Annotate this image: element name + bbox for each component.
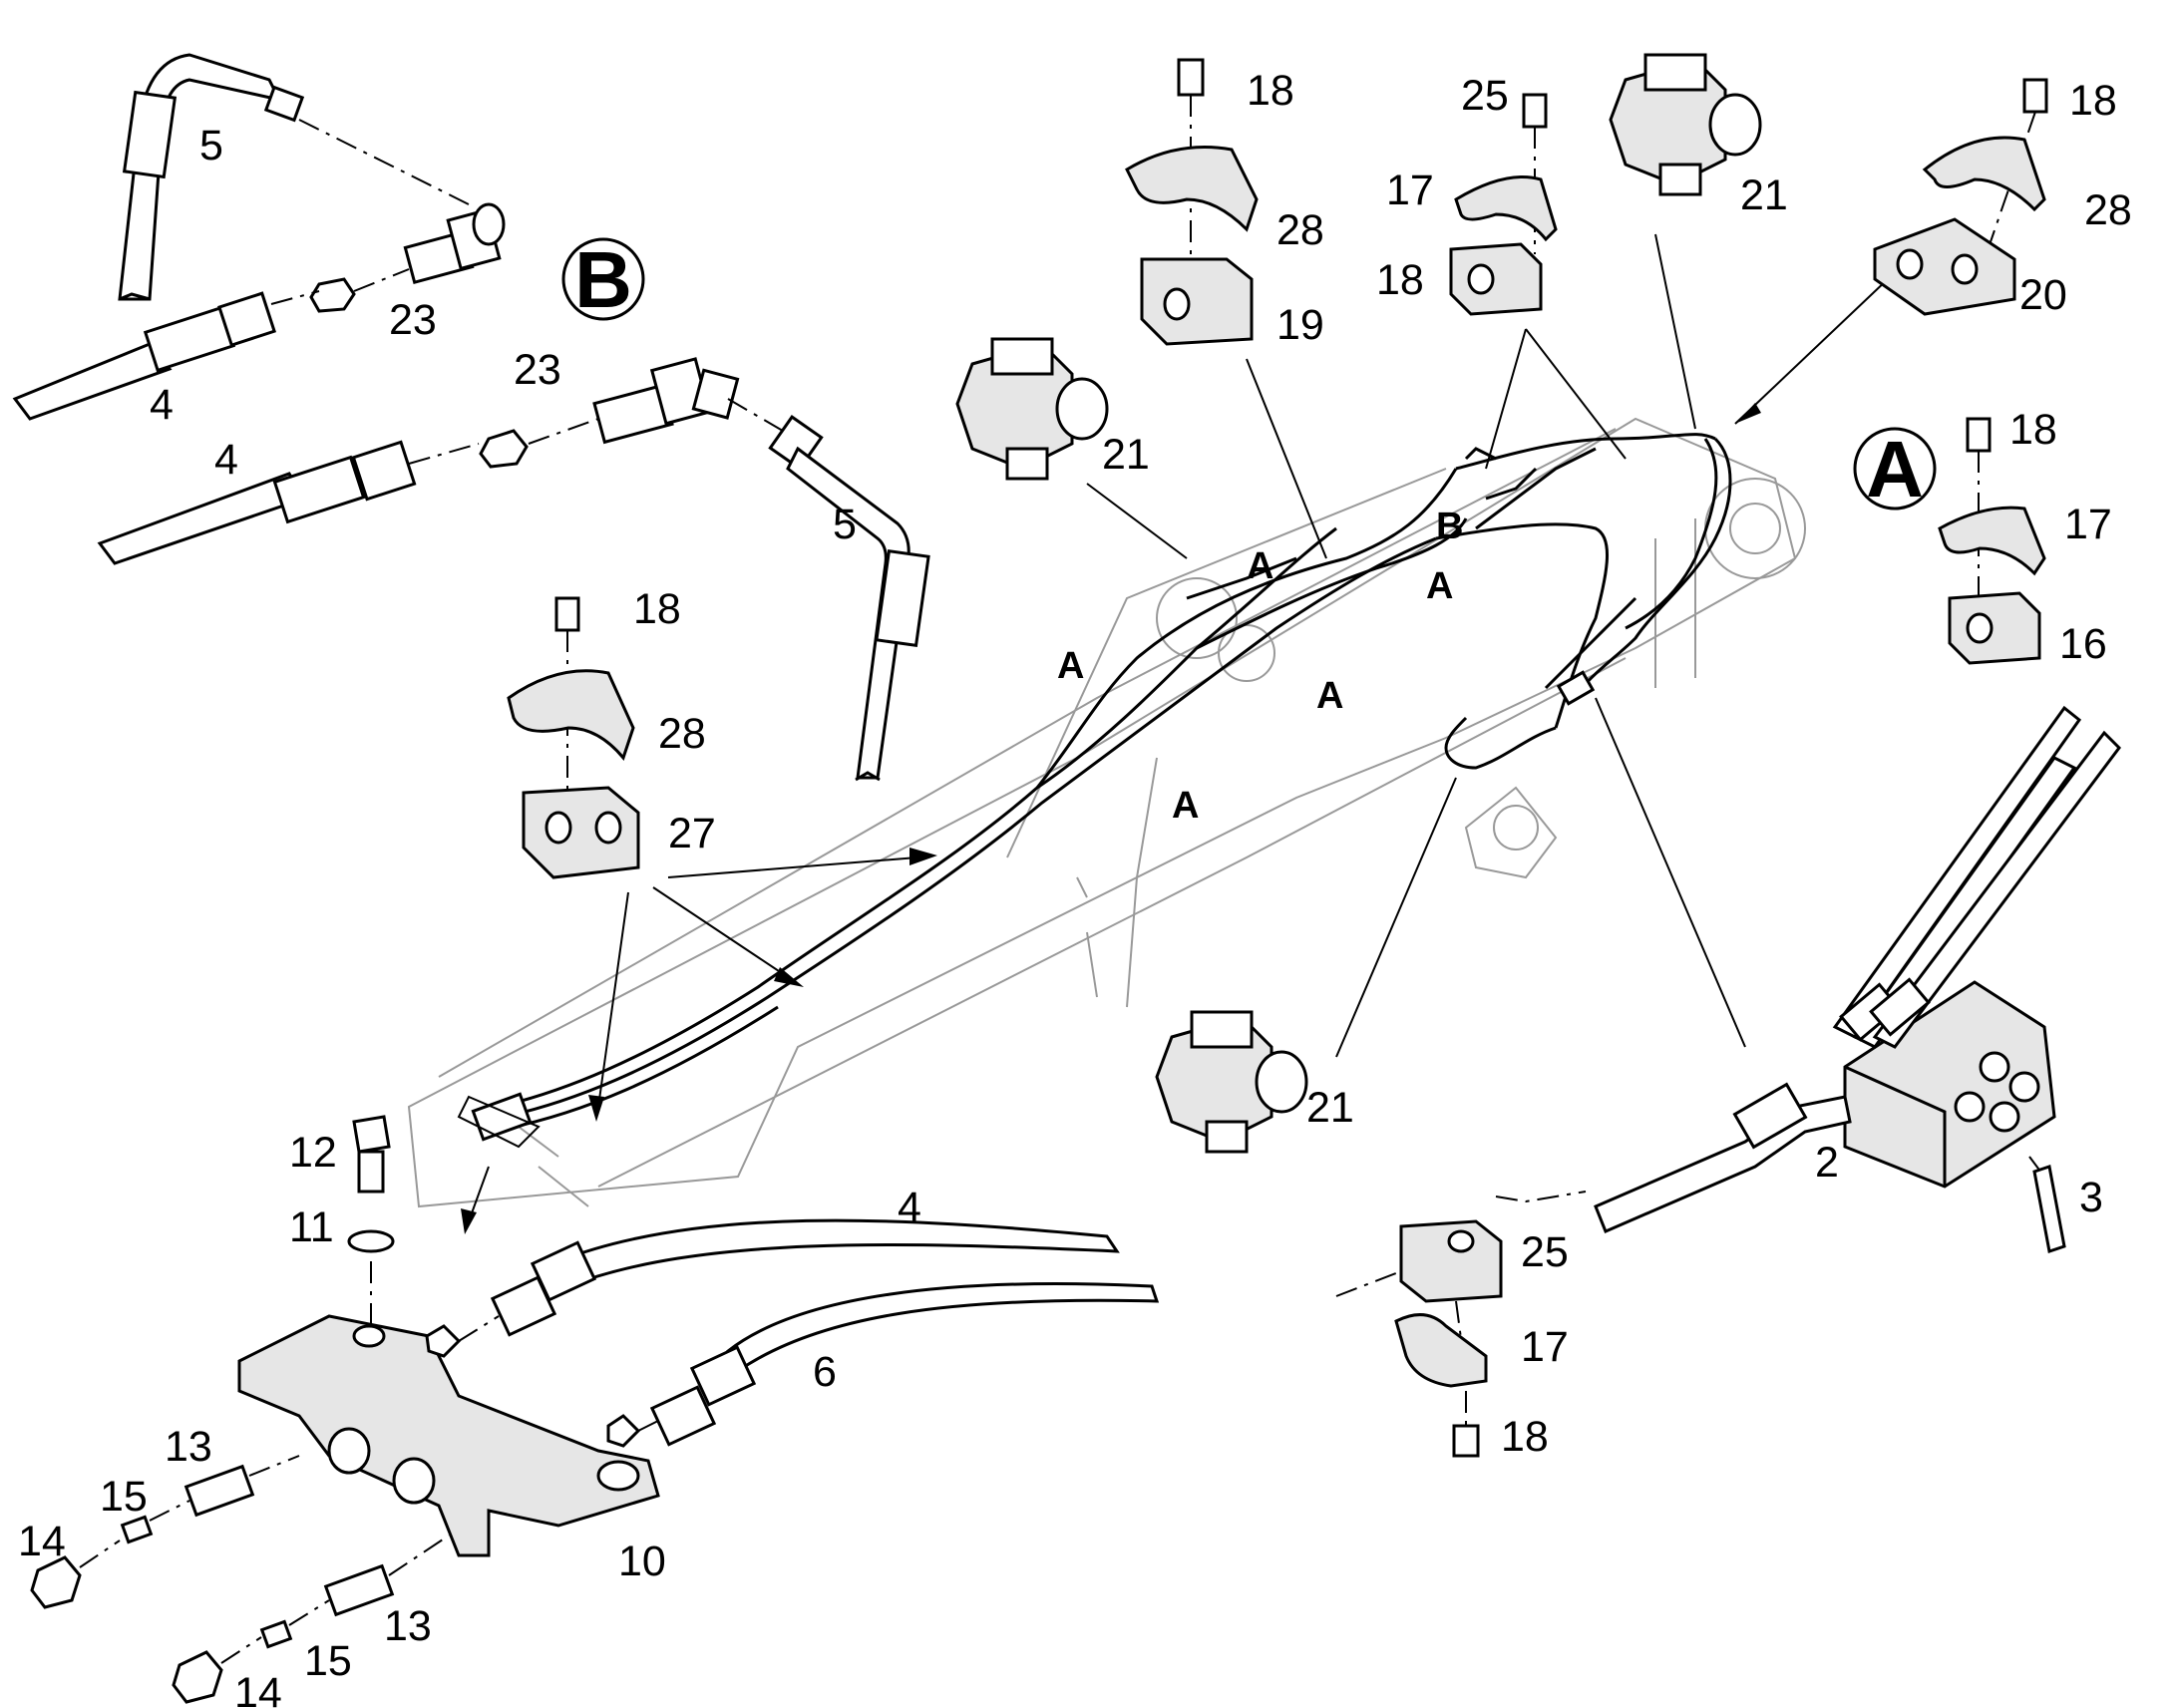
callout-21: 21 bbox=[1102, 431, 1150, 479]
clamp-stack-20 bbox=[1873, 78, 2048, 316]
callout-28: 28 bbox=[1276, 206, 1324, 254]
callout-2: 2 bbox=[1815, 1139, 1839, 1187]
valve-block-2 bbox=[1594, 705, 2121, 1253]
callout-4: 4 bbox=[214, 436, 238, 484]
clamp-stack-19 bbox=[1125, 58, 1259, 346]
leader-lines bbox=[461, 233, 1891, 1234]
callout-5: 5 bbox=[199, 122, 223, 170]
callout-19: 19 bbox=[1276, 301, 1324, 349]
callout-5: 5 bbox=[833, 501, 857, 548]
callout-25: 25 bbox=[1521, 1228, 1569, 1276]
position-marker-a: A bbox=[1426, 565, 1453, 607]
callout-17: 17 bbox=[1521, 1323, 1569, 1371]
position-marker-a: A bbox=[1172, 785, 1199, 827]
callout-13: 13 bbox=[384, 1602, 432, 1650]
callout-4: 4 bbox=[898, 1184, 921, 1231]
detail-marker-b: B bbox=[574, 235, 632, 324]
cable-harness bbox=[457, 433, 1732, 1149]
callout-11: 11 bbox=[289, 1203, 334, 1251]
callout-25: 25 bbox=[1461, 72, 1509, 120]
callout-4: 4 bbox=[150, 381, 174, 429]
detail-a-circle bbox=[1853, 427, 1937, 511]
callout-18: 18 bbox=[633, 585, 681, 633]
callout-6: 6 bbox=[813, 1348, 837, 1396]
callout-14: 14 bbox=[18, 1518, 66, 1565]
callout-15: 15 bbox=[100, 1473, 148, 1521]
fitting-21-low bbox=[1155, 1010, 1308, 1154]
callout-18: 18 bbox=[1501, 1413, 1549, 1461]
clamp-stack-25-lower bbox=[1335, 1191, 1587, 1458]
callout-13: 13 bbox=[165, 1423, 212, 1471]
clamp-stack-16 bbox=[1938, 417, 2046, 665]
callout-21: 21 bbox=[1306, 1084, 1354, 1132]
callout-20: 20 bbox=[2019, 271, 2067, 319]
callout-10: 10 bbox=[618, 1537, 666, 1585]
text-layer: B A A A A A A B 5 23 4 23 4 5 18 28 19 2… bbox=[18, 67, 2132, 1708]
callout-23: 23 bbox=[514, 346, 561, 394]
callout-18: 18 bbox=[2009, 406, 2057, 454]
position-marker-a: A bbox=[1057, 645, 1084, 687]
callout-28: 28 bbox=[2084, 186, 2132, 234]
callout-17: 17 bbox=[2064, 501, 2112, 548]
clamp-stack-17 bbox=[1449, 93, 1558, 316]
callout-21: 21 bbox=[1740, 171, 1788, 219]
position-marker-a: A bbox=[1247, 545, 1273, 587]
callout-17: 17 bbox=[1386, 167, 1434, 214]
callout-16: 16 bbox=[2059, 620, 2107, 668]
fitting-21-mid bbox=[955, 337, 1109, 481]
callout-18: 18 bbox=[2069, 77, 2117, 125]
callout-27: 27 bbox=[668, 810, 716, 857]
callout-3: 3 bbox=[2079, 1174, 2103, 1221]
callout-15: 15 bbox=[304, 1637, 352, 1685]
position-marker-b: B bbox=[1436, 506, 1463, 547]
bracket-10-assembly bbox=[30, 1115, 1160, 1704]
callout-12: 12 bbox=[289, 1129, 337, 1177]
position-marker-a: A bbox=[1316, 675, 1343, 717]
callout-18: 18 bbox=[1376, 256, 1424, 304]
detail-marker-a: A bbox=[1866, 425, 1924, 513]
detail-b-assembly bbox=[12, 53, 930, 782]
callout-23: 23 bbox=[389, 296, 437, 344]
fitting-21-top bbox=[1609, 53, 1762, 196]
clamp-stack-27 bbox=[507, 596, 640, 879]
callout-28: 28 bbox=[658, 710, 706, 758]
callout-18: 18 bbox=[1247, 67, 1294, 115]
callout-14: 14 bbox=[234, 1669, 282, 1708]
